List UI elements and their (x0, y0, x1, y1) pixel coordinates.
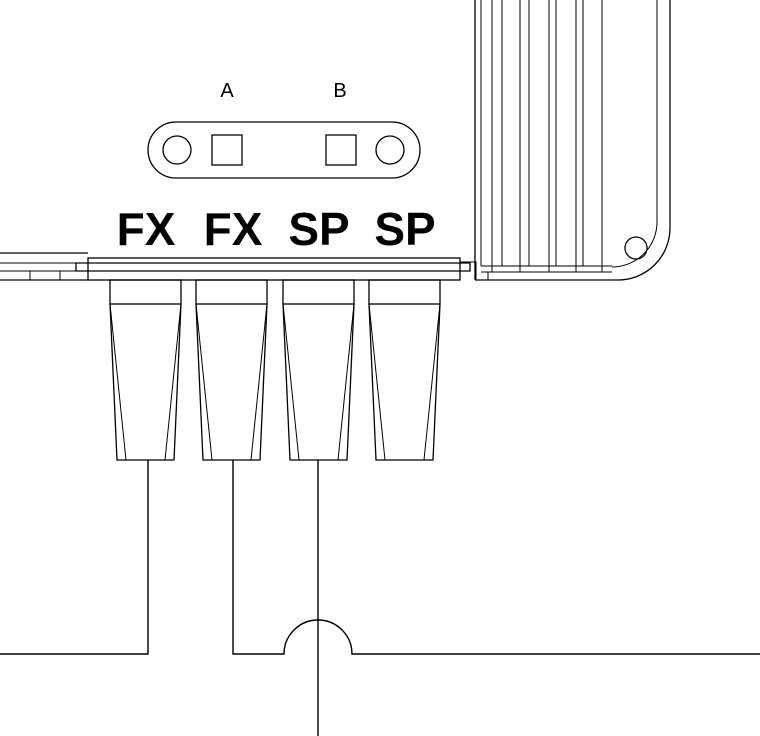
terminal-label-3: SP (288, 203, 349, 255)
terminal-label-2: FX (204, 203, 263, 255)
terminal-block-bar (87, 257, 461, 281)
terminal-plug-1[interactable] (109, 279, 182, 461)
jumper-pin-a[interactable] (211, 134, 243, 166)
jumper-label-b: B (333, 80, 346, 102)
terminal-label-4: SP (374, 203, 435, 255)
terminal-plug-2[interactable] (195, 279, 268, 461)
jumper-screw-hole-right (375, 135, 405, 165)
wire-fx-1 (0, 460, 149, 655)
jumper-pin-b[interactable] (325, 134, 357, 166)
wire-fx-2 (232, 460, 760, 655)
heatsink-housing (474, 0, 671, 281)
jumper-screw-hole-left (162, 135, 192, 165)
jumper-bracket (147, 121, 421, 179)
terminal-plug-3[interactable] (282, 279, 355, 461)
jumper-label-a: A (220, 80, 234, 102)
terminal-plug-4[interactable] (368, 279, 441, 461)
base-rail (0, 252, 471, 281)
terminal-label-1: FX (117, 203, 176, 255)
